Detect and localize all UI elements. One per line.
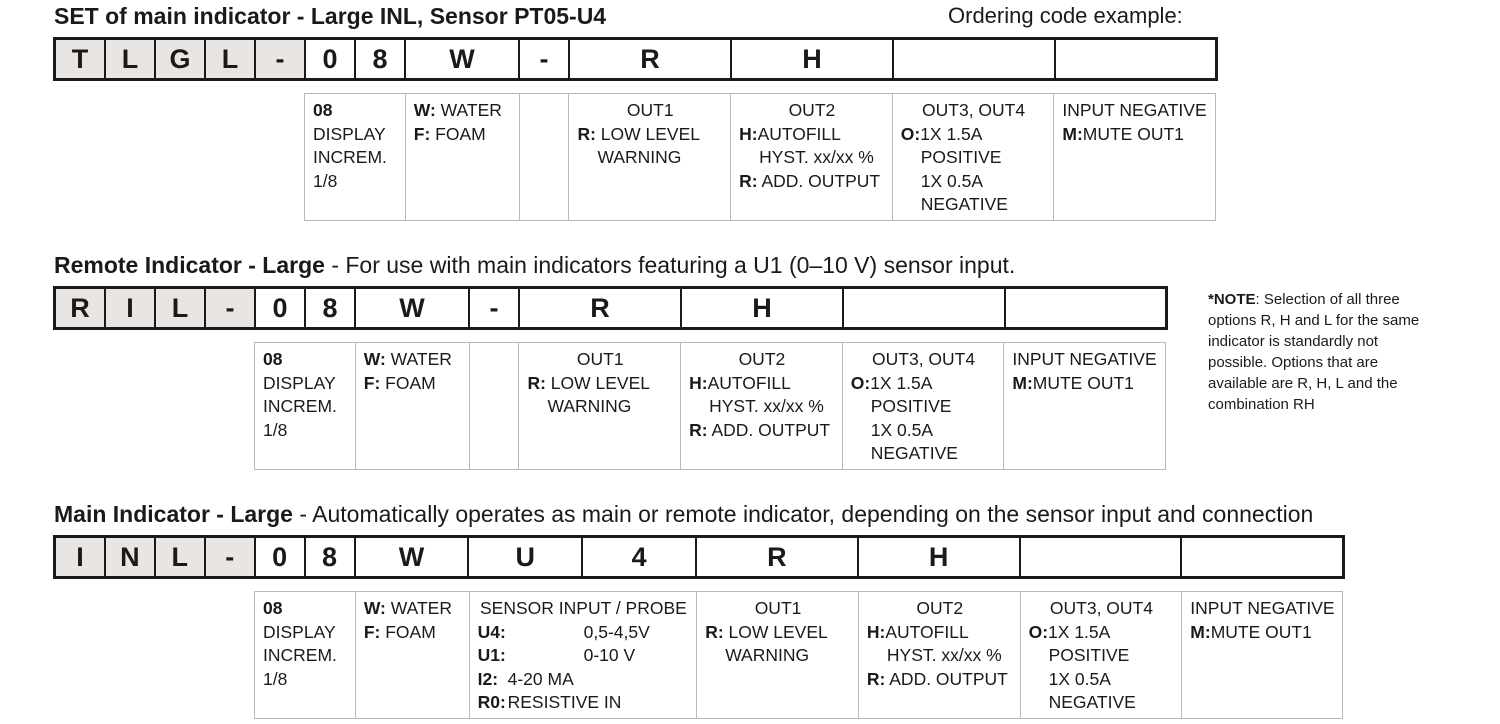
display-increment-cell: 08 DISPLAY INCREM. 1/8 (255, 343, 356, 469)
section-3-title-rest: - Automatically operates as main or remo… (292, 501, 1314, 527)
section-2-description-row: 08 DISPLAY INCREM. 1/8 W: WATER F: FOAM … (254, 342, 1166, 470)
code-cell: T (56, 40, 106, 78)
code-cell: 8 (306, 538, 356, 576)
code-cell (894, 40, 1056, 78)
section-1-title: SET of main indicator - Large INL, Senso… (54, 5, 606, 28)
input-negative-cell: INPUT NEGATIVE M:MUTE OUT1 (1012, 349, 1157, 393)
selection-note: *NOTE: Selection of all three options R,… (1208, 289, 1438, 415)
code-cell: W (356, 289, 470, 327)
section-3-title-bold: Main Indicator - Large (54, 501, 293, 527)
type-cell: W: WATER F: FOAM (356, 592, 470, 718)
code-cell: 0 (306, 40, 356, 78)
out2-cell: OUT2 H:AUTOFILL HYST. xx/xx % R: ADD. OU… (859, 592, 1021, 718)
note-label: *NOTE (1208, 291, 1256, 308)
code-cell: - (206, 289, 256, 327)
section-1-code-row: T L G L - 0 8 W - R H (53, 37, 1218, 81)
section-3-title: Main Indicator - Large - Automatically o… (54, 503, 1313, 526)
type-cell: W: WATER F: FOAM (406, 94, 520, 220)
code-cell: R (570, 40, 732, 78)
section-3-code-row: I N L - 0 8 W U 4 R H (53, 535, 1345, 579)
code-cell: - (520, 40, 570, 78)
code-cell (1021, 538, 1183, 576)
section-1-title-bold: SET of main indicator - Large INL, Senso… (54, 3, 607, 29)
code-cell: L (106, 40, 156, 78)
display-increment-cell: 08 DISPLAY INCREM. 1/8 (255, 592, 356, 718)
out2-cell: OUT2 H:AUTOFILL HYST. xx/xx % R: ADD. OU… (681, 343, 843, 469)
ordering-code-example-label: Ordering code example: (948, 3, 1183, 28)
code-cell: U (469, 538, 584, 576)
section-2-title-bold: Remote Indicator - Large (54, 252, 325, 278)
code-cell: - (205, 538, 256, 576)
code-cell: - (470, 289, 520, 327)
display-increment-cell: 08 DISPLAY INCREM. 1/8 (305, 94, 406, 220)
code-cell: W (406, 40, 520, 78)
out2-cell: OUT2 H:AUTOFILL HYST. xx/xx % R: ADD. OU… (731, 94, 893, 220)
code-cell: G (156, 40, 206, 78)
code-cell: 0 (256, 538, 306, 576)
code-cell: L (156, 289, 206, 327)
section-1-description-row: 08 DISPLAY INCREM. 1/8 W: WATER F: FOAM … (304, 93, 1216, 221)
code-cell: W (356, 538, 470, 576)
input-negative-cell: INPUT NEGATIVE M:MUTE OUT1 (1062, 100, 1207, 144)
type-cell: W: WATER F: FOAM (356, 343, 470, 469)
code-cell: H (859, 538, 1021, 576)
code-cell: H (732, 40, 894, 78)
code-cell: L (206, 40, 256, 78)
code-cell: 4 (583, 538, 698, 576)
code-cell: 8 (356, 40, 406, 78)
section-2-code-row: R I L - 0 8 W - R H (53, 286, 1168, 330)
code-cell: R (520, 289, 682, 327)
empty-cell (520, 94, 570, 220)
code-cell: 0 (256, 289, 306, 327)
code-cell (844, 289, 1006, 327)
section-2-title: Remote Indicator - Large - For use with … (54, 254, 1015, 277)
code-cell: I (106, 289, 156, 327)
code-cell: N (105, 538, 156, 576)
code-cell: - (256, 40, 306, 78)
out1-cell: OUT1 R: LOW LEVEL WARNING (569, 94, 732, 220)
out1-cell: OUT1 R: LOW LEVEL WARNING (697, 592, 859, 718)
out3-out4-cell: OUT3, OUT4 O:1X 1.5A POSITIVE 1X 0.5A NE… (893, 94, 1055, 220)
code-cell: R (697, 538, 859, 576)
note-text: : Selection of all three options R, H an… (1208, 291, 1420, 413)
section-3-description-row: 08 DISPLAY INCREM. 1/8 W: WATER F: FOAM … (254, 591, 1343, 719)
code-cell: R (56, 289, 106, 327)
out3-out4-cell: OUT3, OUT4 O:1X 1.5A POSITIVE 1X 0.5A NE… (843, 343, 1005, 469)
code-cell: L (155, 538, 206, 576)
code-cell: H (682, 289, 844, 327)
code-cell: I (56, 538, 106, 576)
empty-cell (470, 343, 520, 469)
input-negative-cell: INPUT NEGATIVE M:MUTE OUT1 (1190, 598, 1335, 642)
code-cell: 8 (306, 289, 356, 327)
out3-out4-cell: OUT3, OUT4 O:1X 1.5A POSITIVE 1X 0.5A NE… (1021, 592, 1183, 718)
sensor-input-cell: SENSOR INPUT / PROBE U4:0,5-4,5V U1:0-10… (470, 592, 698, 718)
code-cell (1182, 538, 1342, 576)
code-cell (1056, 40, 1215, 78)
code-cell (1006, 289, 1165, 327)
out1-cell: OUT1 R: LOW LEVEL WARNING (519, 343, 682, 469)
section-2-title-rest: - For use with main indicators featuring… (324, 252, 1016, 278)
